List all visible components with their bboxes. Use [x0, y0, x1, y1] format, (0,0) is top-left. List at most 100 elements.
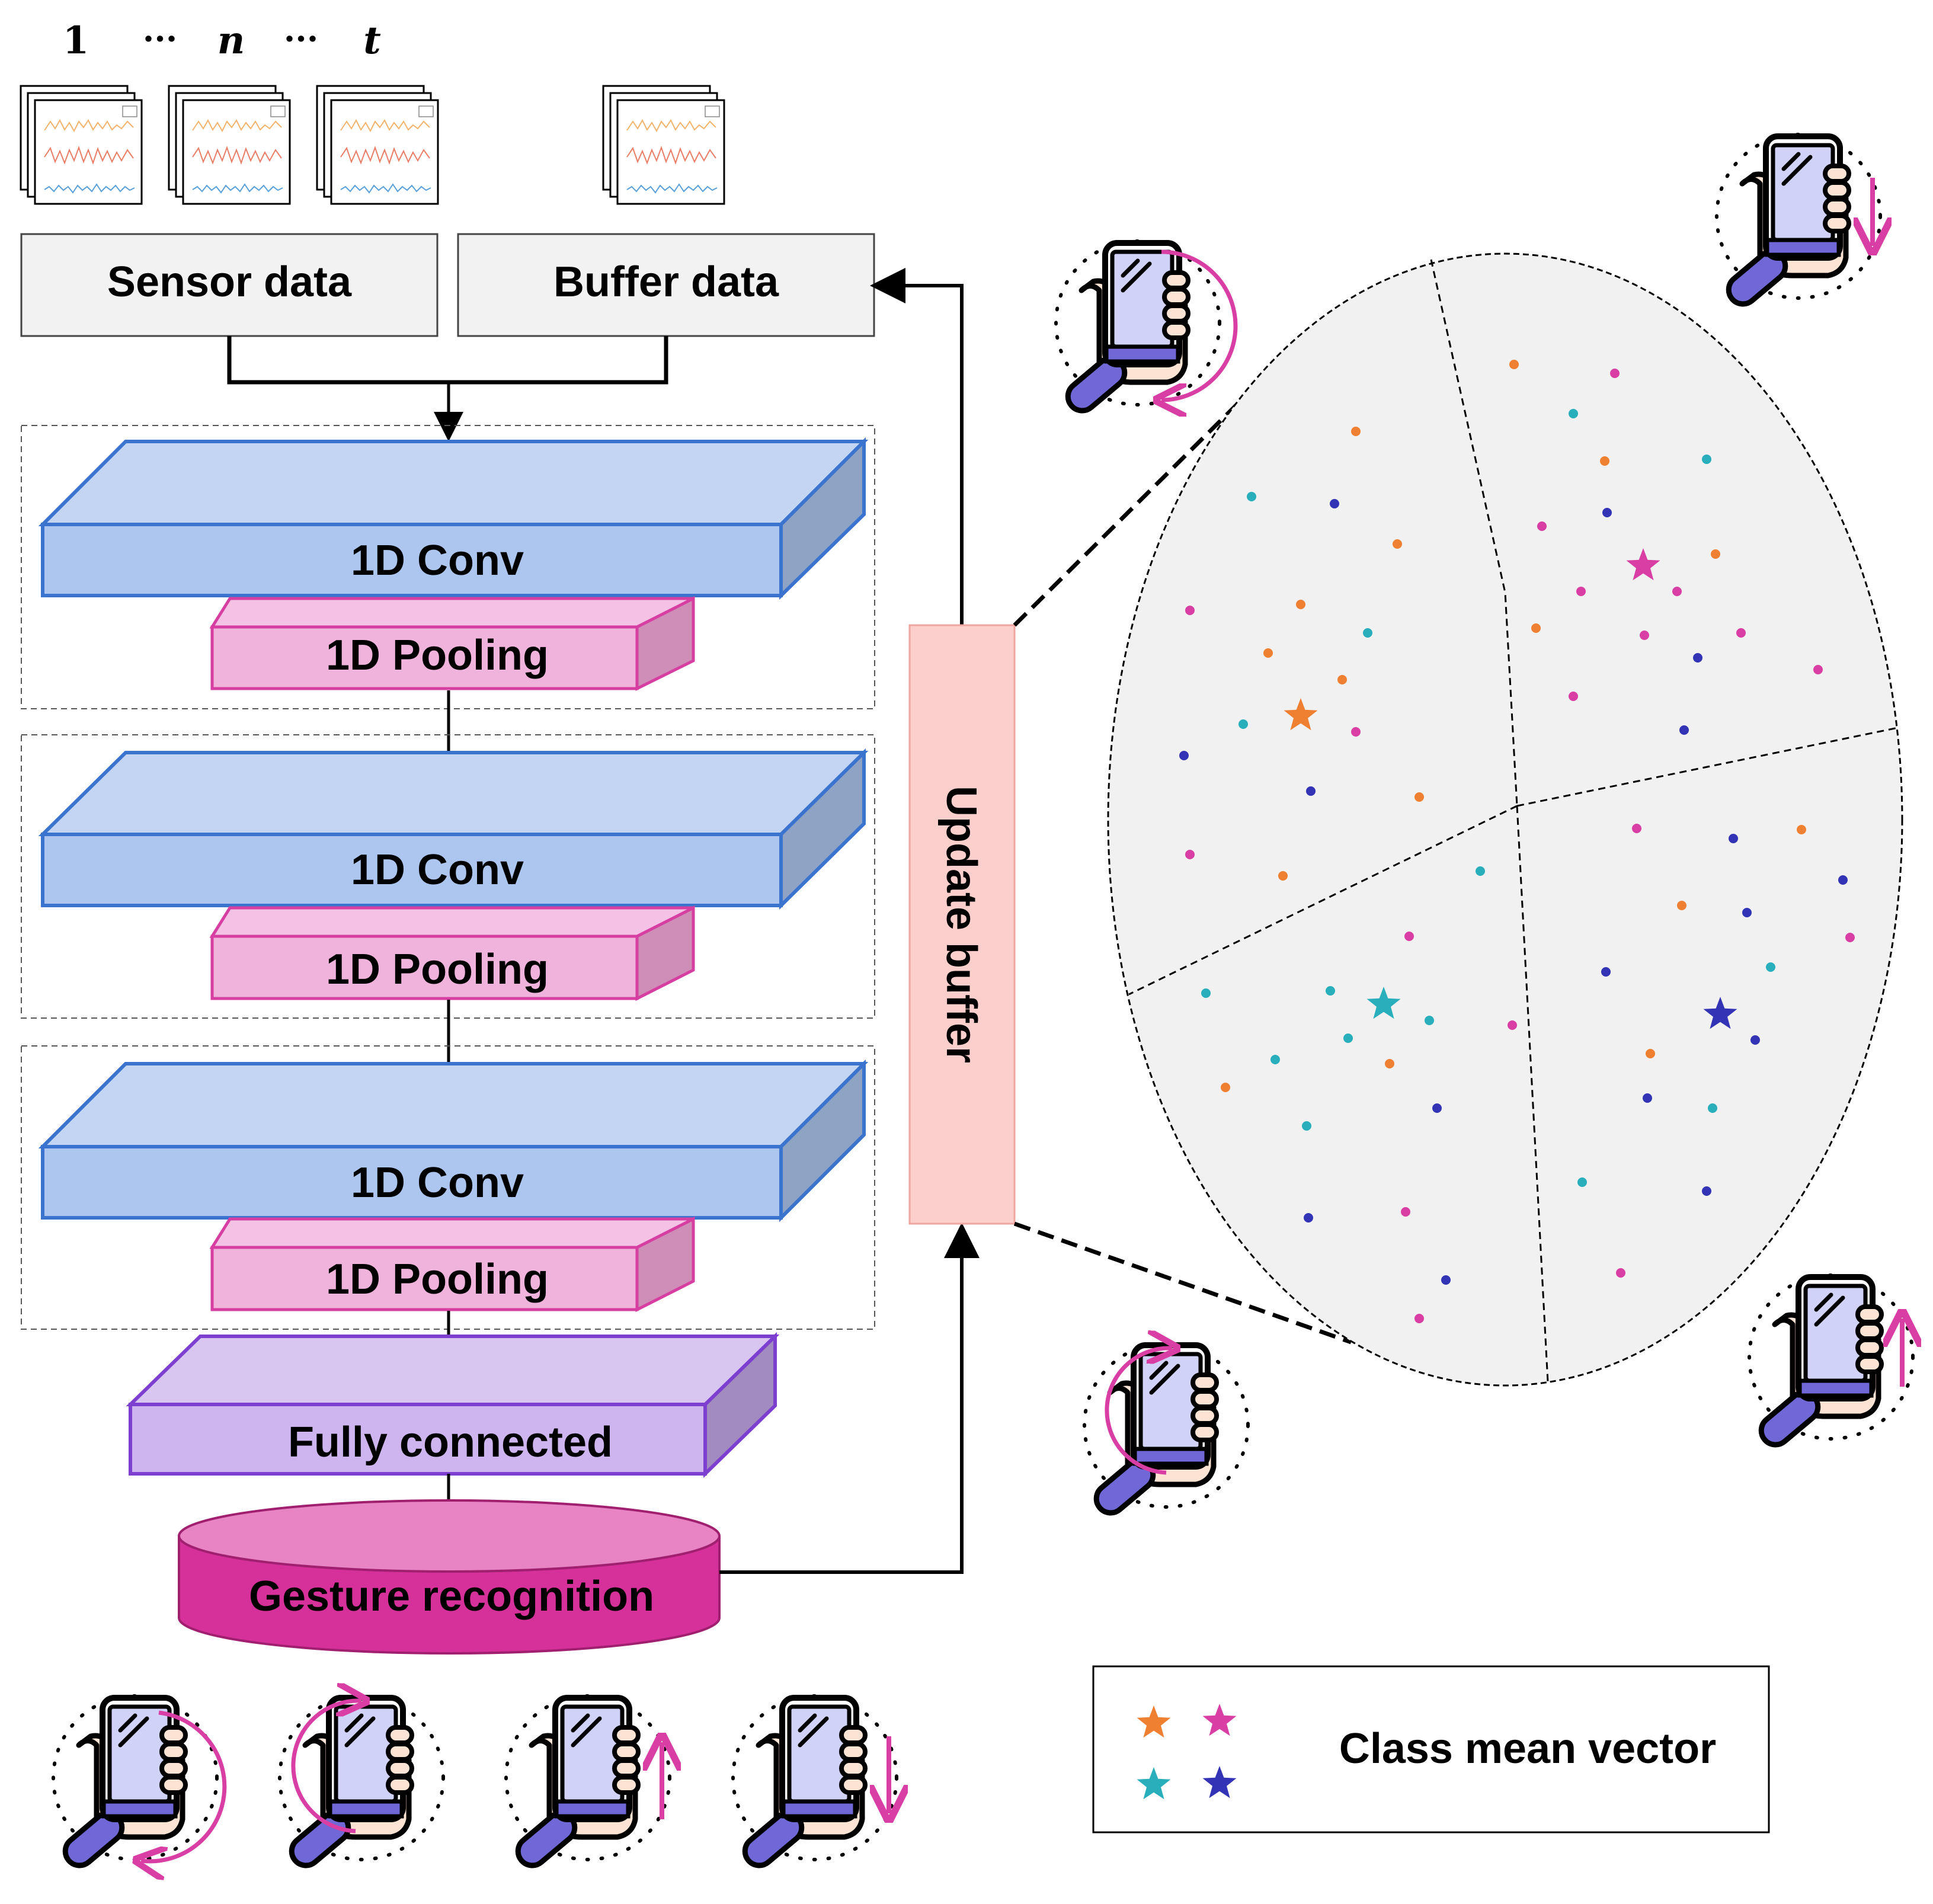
- embedding-point: [1569, 692, 1578, 701]
- embedding-point: [1330, 499, 1339, 508]
- update-buffer-label: Update buffer: [937, 786, 985, 1063]
- embedding-point: [1531, 623, 1541, 633]
- embedding-point: [1632, 824, 1641, 833]
- conv-label-2: 1D Conv: [351, 846, 524, 894]
- buffer-data-box: [457, 233, 875, 337]
- phone-rotate-counterclockwise-icon: [280, 1696, 443, 1871]
- embedding-point: [1185, 606, 1195, 615]
- embedding-point: [1702, 455, 1711, 464]
- embedding-point: [1441, 1275, 1451, 1285]
- embedding-point: [1729, 834, 1738, 843]
- embedding-point: [1610, 369, 1620, 378]
- embedding-points: [1179, 360, 1855, 1323]
- embedding-point: [1646, 1049, 1655, 1058]
- phone-rotate-counterclockwise-icon-cluster-cyan: [1084, 1343, 1248, 1519]
- embedding-point: [1296, 600, 1305, 609]
- input-merge-connector: [227, 336, 668, 385]
- legend-box: Class mean vector: [1092, 1665, 1770, 1833]
- embedding-point: [1750, 1035, 1760, 1045]
- phone-rotate-clockwise-icon: [53, 1696, 227, 1871]
- embedding-point: [1351, 427, 1361, 436]
- embedding-point: [1711, 549, 1720, 559]
- legend-label: Class mean vector: [1339, 1725, 1716, 1772]
- phone-move-down-icon: [733, 1696, 897, 1871]
- conv-label-3: 1D Conv: [351, 1159, 524, 1207]
- embedding-point: [1201, 988, 1211, 998]
- embedding-point: [1702, 1186, 1711, 1196]
- legend-star-orange: [1137, 1705, 1171, 1738]
- embedding-point: [1304, 1213, 1313, 1223]
- sequence-first-label: 1: [63, 18, 89, 63]
- legend-star-cyan: [1137, 1767, 1171, 1800]
- pool-label-2: 1D Pooling: [326, 946, 549, 993]
- embedding-point: [1845, 933, 1855, 942]
- conv-label-1: 1D Conv: [351, 537, 524, 584]
- phone-move-up-icon: [506, 1696, 670, 1871]
- embedding-point: [1766, 962, 1775, 972]
- sensor-plot-thumbnail-1: [20, 85, 143, 205]
- legend-star-magenta: [1202, 1704, 1237, 1736]
- sensor-plot-thumbnail-n: [168, 85, 291, 205]
- embedding-point: [1326, 986, 1335, 996]
- embedding-point: [1508, 1020, 1517, 1030]
- embedding-point: [1679, 725, 1689, 735]
- embedding-point: [1537, 521, 1547, 531]
- embedding-point: [1263, 648, 1273, 658]
- embedding-point: [1797, 825, 1806, 834]
- embedding-point: [1643, 1093, 1652, 1103]
- buffer-plot-thumbnail: [602, 85, 725, 205]
- cnn-block-2: 1D Conv 1D Pooling: [21, 734, 875, 1019]
- embedding-point: [1238, 719, 1248, 729]
- embedding-point: [1577, 1177, 1587, 1187]
- buffer-data-label: Buffer data: [553, 258, 779, 306]
- zoom-line-bottom: [1013, 1221, 1352, 1345]
- embedding-point: [1736, 628, 1746, 638]
- zoom-line-top: [1013, 389, 1252, 627]
- embedding-point: [1476, 866, 1485, 876]
- embedding-point: [1414, 1314, 1424, 1323]
- class-mean-star-blue: [1703, 997, 1737, 1029]
- embedding-point: [1337, 675, 1347, 684]
- sequence-ellipsis-1: ···: [143, 20, 178, 59]
- embedding-point: [1414, 792, 1424, 802]
- embedding-point: [1306, 786, 1316, 796]
- embedding-space: [1107, 252, 1903, 1387]
- sequence-ellipsis-2: ···: [284, 20, 319, 59]
- embedding-point: [1401, 1207, 1410, 1217]
- embedding-point: [1363, 628, 1372, 638]
- sensor-data-box: [20, 233, 439, 337]
- gesture-recognition-label: Gesture recognition: [249, 1573, 654, 1620]
- embedding-point: [1708, 1103, 1717, 1113]
- gesture-recognition-output: Gesture recognition: [178, 1499, 721, 1655]
- embedding-point: [1838, 875, 1848, 885]
- embedding-point: [1247, 492, 1256, 501]
- embedding-point: [1278, 871, 1288, 881]
- phone-move-down-icon-cluster-magenta: [1717, 135, 1880, 310]
- cnn-block-1: 1D Conv 1D Pooling: [21, 425, 875, 709]
- sensor-plot-thumbnail-t: [316, 85, 439, 205]
- embedding-point: [1221, 1083, 1230, 1092]
- embedding-point: [1343, 1033, 1353, 1043]
- embedding-point: [1813, 665, 1823, 674]
- class-mean-star-magenta: [1626, 548, 1660, 581]
- class-mean-star-orange: [1284, 698, 1318, 731]
- embedding-point: [1576, 587, 1586, 596]
- phone-move-up-icon-cluster-blue: [1749, 1275, 1913, 1451]
- pool-label-1: 1D Pooling: [326, 632, 549, 679]
- fully-connected-label: Fully connected: [288, 1419, 613, 1466]
- legend-star-blue: [1202, 1766, 1237, 1799]
- embedding-point: [1404, 932, 1414, 941]
- sensor-data-label: Sensor data: [107, 258, 352, 306]
- legend-star-icons: [1137, 1704, 1237, 1800]
- update-buffer-box: [908, 624, 1016, 1225]
- embedding-point: [1616, 1268, 1625, 1278]
- output-to-update-buffer-connector: [719, 1223, 980, 1574]
- embedding-point: [1600, 456, 1609, 466]
- phone-rotate-clockwise-icon-cluster-orange: [1056, 241, 1238, 417]
- class-mean-star-cyan: [1366, 987, 1401, 1019]
- cnn-block-3: 1D Conv 1D Pooling: [21, 1045, 875, 1330]
- sequence-middle-label: n: [217, 18, 245, 63]
- embedding-point: [1185, 850, 1195, 859]
- embedding-point: [1351, 727, 1361, 737]
